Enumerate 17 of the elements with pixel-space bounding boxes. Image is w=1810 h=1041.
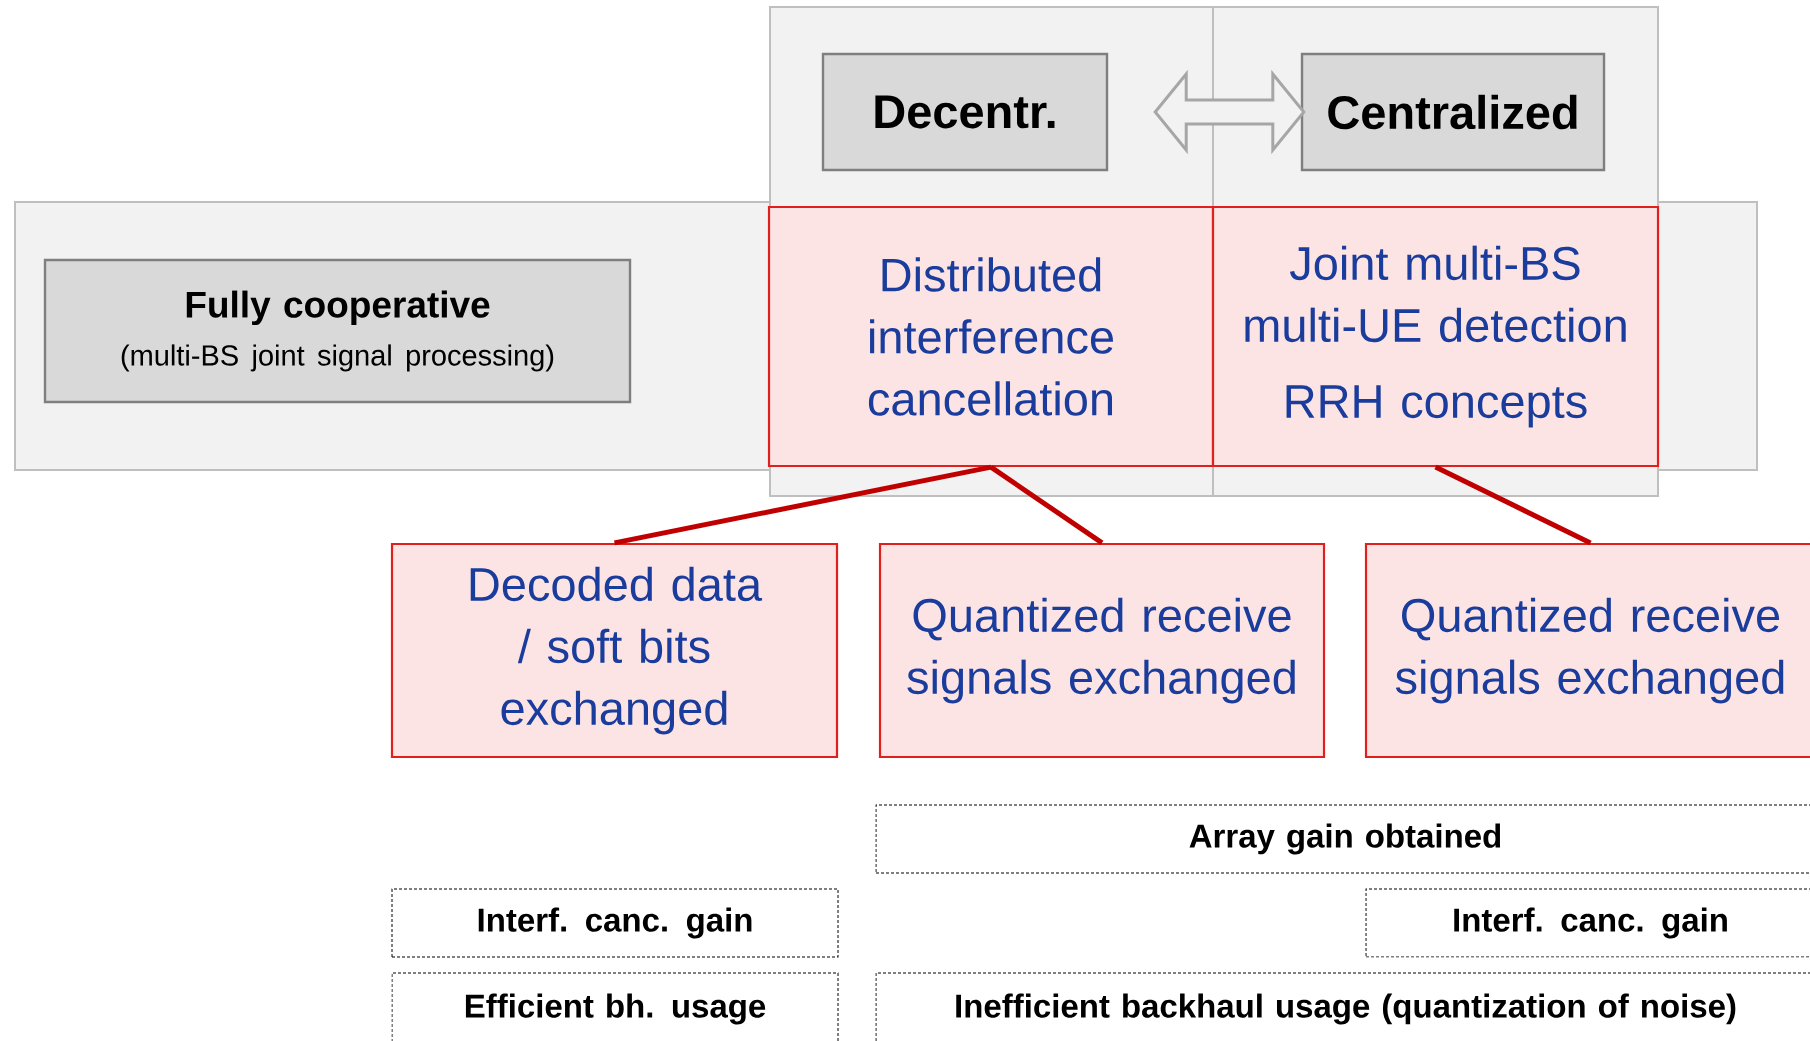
outcome-box: Interf. canc. gain xyxy=(1365,888,1810,958)
outcome-box: Efficient bh. usage xyxy=(391,972,839,1041)
outcome-box: Array gain obtained xyxy=(875,804,1810,874)
outcome-box: Inefficient backhaul usage (quantization of noise) xyxy=(875,972,1810,1041)
process-box: Joint multi-BS multi-UE detection RRH concepts xyxy=(1211,205,1660,468)
process-box: Centralized xyxy=(1300,52,1606,172)
process-box: Fully cooperative (multi-BS joint signal processing) xyxy=(43,258,632,404)
process-box: Decoded data / soft bits exchanged xyxy=(390,542,839,759)
process-box: Quantized receive signals exchanged xyxy=(878,542,1326,759)
connector-line xyxy=(989,465,1104,545)
process-box: Decentr. xyxy=(821,52,1109,172)
outcome-box: Interf. canc. gain xyxy=(391,888,839,958)
process-box: Quantized receive signals exchanged xyxy=(1364,542,1810,759)
connector-line xyxy=(614,464,992,546)
connector-line xyxy=(1434,464,1592,546)
double-arrow xyxy=(1153,69,1306,155)
process-box: Distributed interference cancellation xyxy=(767,205,1215,468)
